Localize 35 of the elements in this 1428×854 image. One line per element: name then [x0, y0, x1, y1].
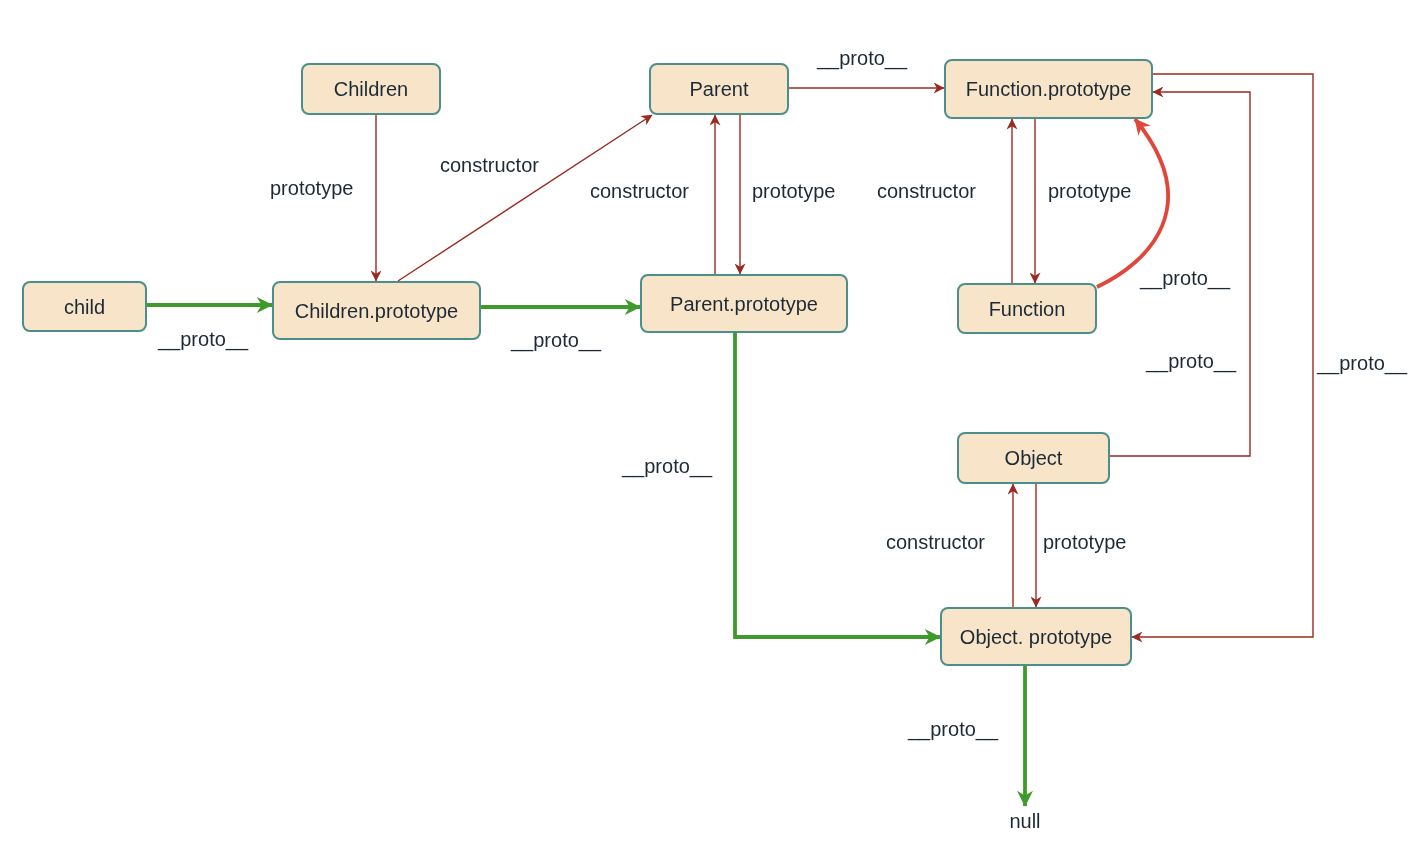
- rounded-box: [944, 59, 1153, 119]
- arrow: [734, 114, 746, 275]
- arrow: [147, 297, 273, 313]
- node-label: child: [63, 294, 106, 319]
- node-label: Object: [1004, 446, 1063, 470]
- arrow: [1017, 666, 1033, 807]
- node-label: Object. prototype: [959, 624, 1113, 649]
- arrow: [397, 114, 653, 282]
- arrow: [370, 114, 382, 282]
- rounded-box: [301, 63, 441, 115]
- node-label: Children: [333, 77, 409, 101]
- rounded-box: [940, 607, 1132, 666]
- arrow: [1006, 118, 1018, 284]
- node-label: Function.prototype: [965, 77, 1132, 101]
- arrow: [481, 299, 641, 315]
- rounded-box: [640, 274, 848, 333]
- arrow: [1007, 483, 1019, 608]
- node-label: Children.prototype: [294, 298, 459, 323]
- arrow: [788, 82, 945, 94]
- rounded-box: [957, 283, 1097, 334]
- arrow: [709, 114, 721, 275]
- arrow: [733, 333, 941, 645]
- rounded-box: [957, 432, 1110, 484]
- rounded-box: [272, 281, 481, 340]
- node-label: Function: [988, 296, 1066, 321]
- arrow: [1030, 483, 1042, 608]
- rounded-box: [22, 281, 147, 332]
- rounded-box: [649, 63, 789, 115]
- node-label: Parent.prototype: [670, 291, 818, 316]
- arrow: [1131, 73, 1314, 643]
- arrow: [1109, 86, 1251, 457]
- arrow: [1096, 117, 1170, 289]
- arrow: [1029, 118, 1041, 284]
- end-label: null: [1009, 809, 1041, 833]
- node-label: Parent: [689, 77, 749, 101]
